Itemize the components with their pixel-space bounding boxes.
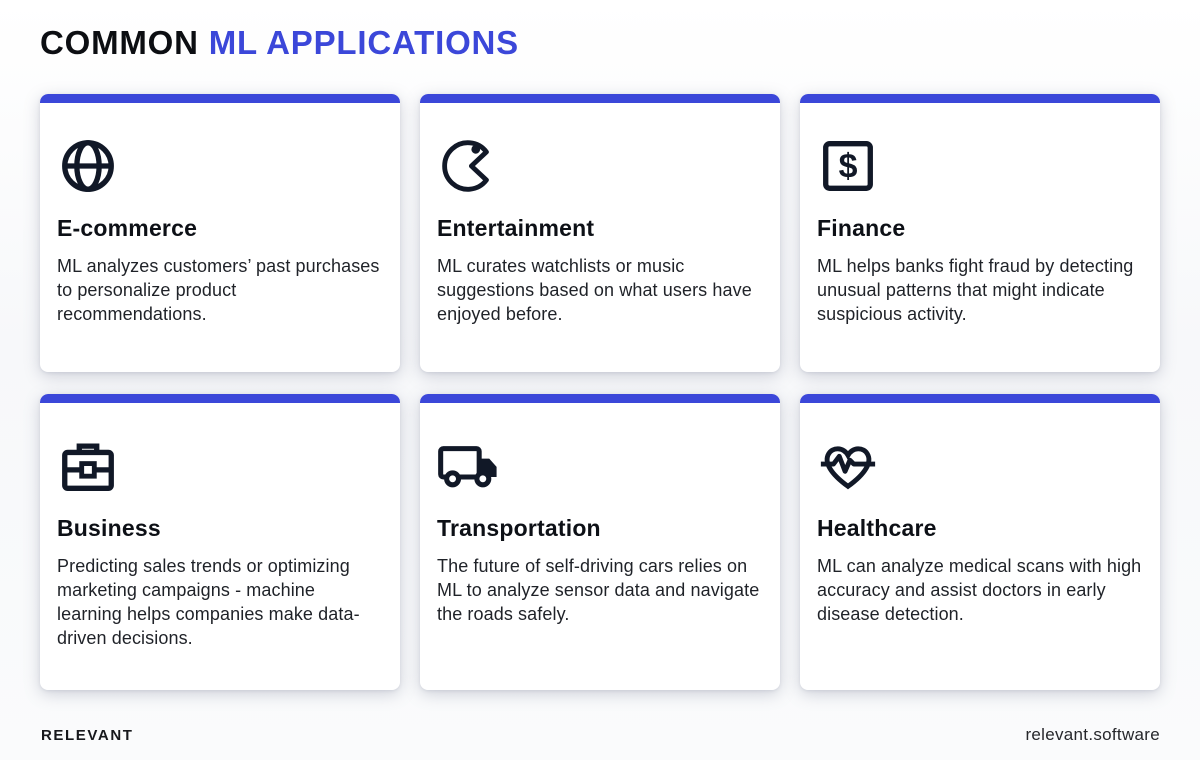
card-content: E-commerce ML analyzes customers’ past p… <box>40 103 400 326</box>
card-description: The future of self-driving cars relies o… <box>437 556 760 624</box>
card-accent-bar <box>420 394 780 403</box>
card-description: ML helps banks fight fraud by detecting … <box>817 256 1134 324</box>
pacman-icon <box>437 135 762 197</box>
page-title-highlight: ML APPLICATIONS <box>208 24 519 61</box>
card-title: Entertainment <box>437 215 595 241</box>
cards-grid: E-commerce ML analyzes customers’ past p… <box>40 94 1160 690</box>
card-accent-bar <box>800 94 1160 103</box>
card-entertainment: Entertainment ML curates watchlists or m… <box>420 94 780 372</box>
card-ecommerce: E-commerce ML analyzes customers’ past p… <box>40 94 400 372</box>
card-content: Healthcare ML can analyze medical scans … <box>800 403 1160 626</box>
card-title: Healthcare <box>817 515 937 541</box>
card-accent-bar <box>800 394 1160 403</box>
card-description: ML curates watchlists or music suggestio… <box>437 256 752 324</box>
footer-website: relevant.software <box>1025 725 1160 744</box>
card-title: Finance <box>817 215 906 241</box>
card-content: $ Finance ML helps banks fight fraud by … <box>800 103 1160 326</box>
card-description: ML analyzes customers’ past purchases to… <box>57 256 380 324</box>
card-content: Business Predicting sales trends or opti… <box>40 403 400 650</box>
dollar-square-icon: $ <box>817 135 1142 197</box>
page-title-prefix: COMMON <box>40 24 199 61</box>
card-content: Transportation The future of self-drivin… <box>420 403 780 626</box>
globe-icon <box>57 135 382 197</box>
footer-brand-logo: RELEVANT <box>41 727 134 744</box>
card-title: E-commerce <box>57 215 198 241</box>
heart-pulse-icon <box>817 435 1142 497</box>
page-title: COMMON ML APPLICATIONS <box>40 24 519 62</box>
card-accent-bar <box>420 94 780 103</box>
card-accent-bar <box>40 94 400 103</box>
svg-text:$: $ <box>839 148 858 186</box>
card-transportation: Transportation The future of self-drivin… <box>420 394 780 690</box>
card-description: ML can analyze medical scans with high a… <box>817 556 1142 624</box>
card-finance: $ Finance ML helps banks fight fraud by … <box>800 94 1160 372</box>
card-title: Transportation <box>437 515 601 541</box>
briefcase-icon <box>57 435 382 497</box>
card-content: Entertainment ML curates watchlists or m… <box>420 103 780 326</box>
card-accent-bar <box>40 394 400 403</box>
card-healthcare: Healthcare ML can analyze medical scans … <box>800 394 1160 690</box>
card-description: Predicting sales trends or optimizing ma… <box>57 556 360 648</box>
card-business: Business Predicting sales trends or opti… <box>40 394 400 690</box>
card-title: Business <box>57 515 161 541</box>
truck-icon <box>437 435 762 497</box>
